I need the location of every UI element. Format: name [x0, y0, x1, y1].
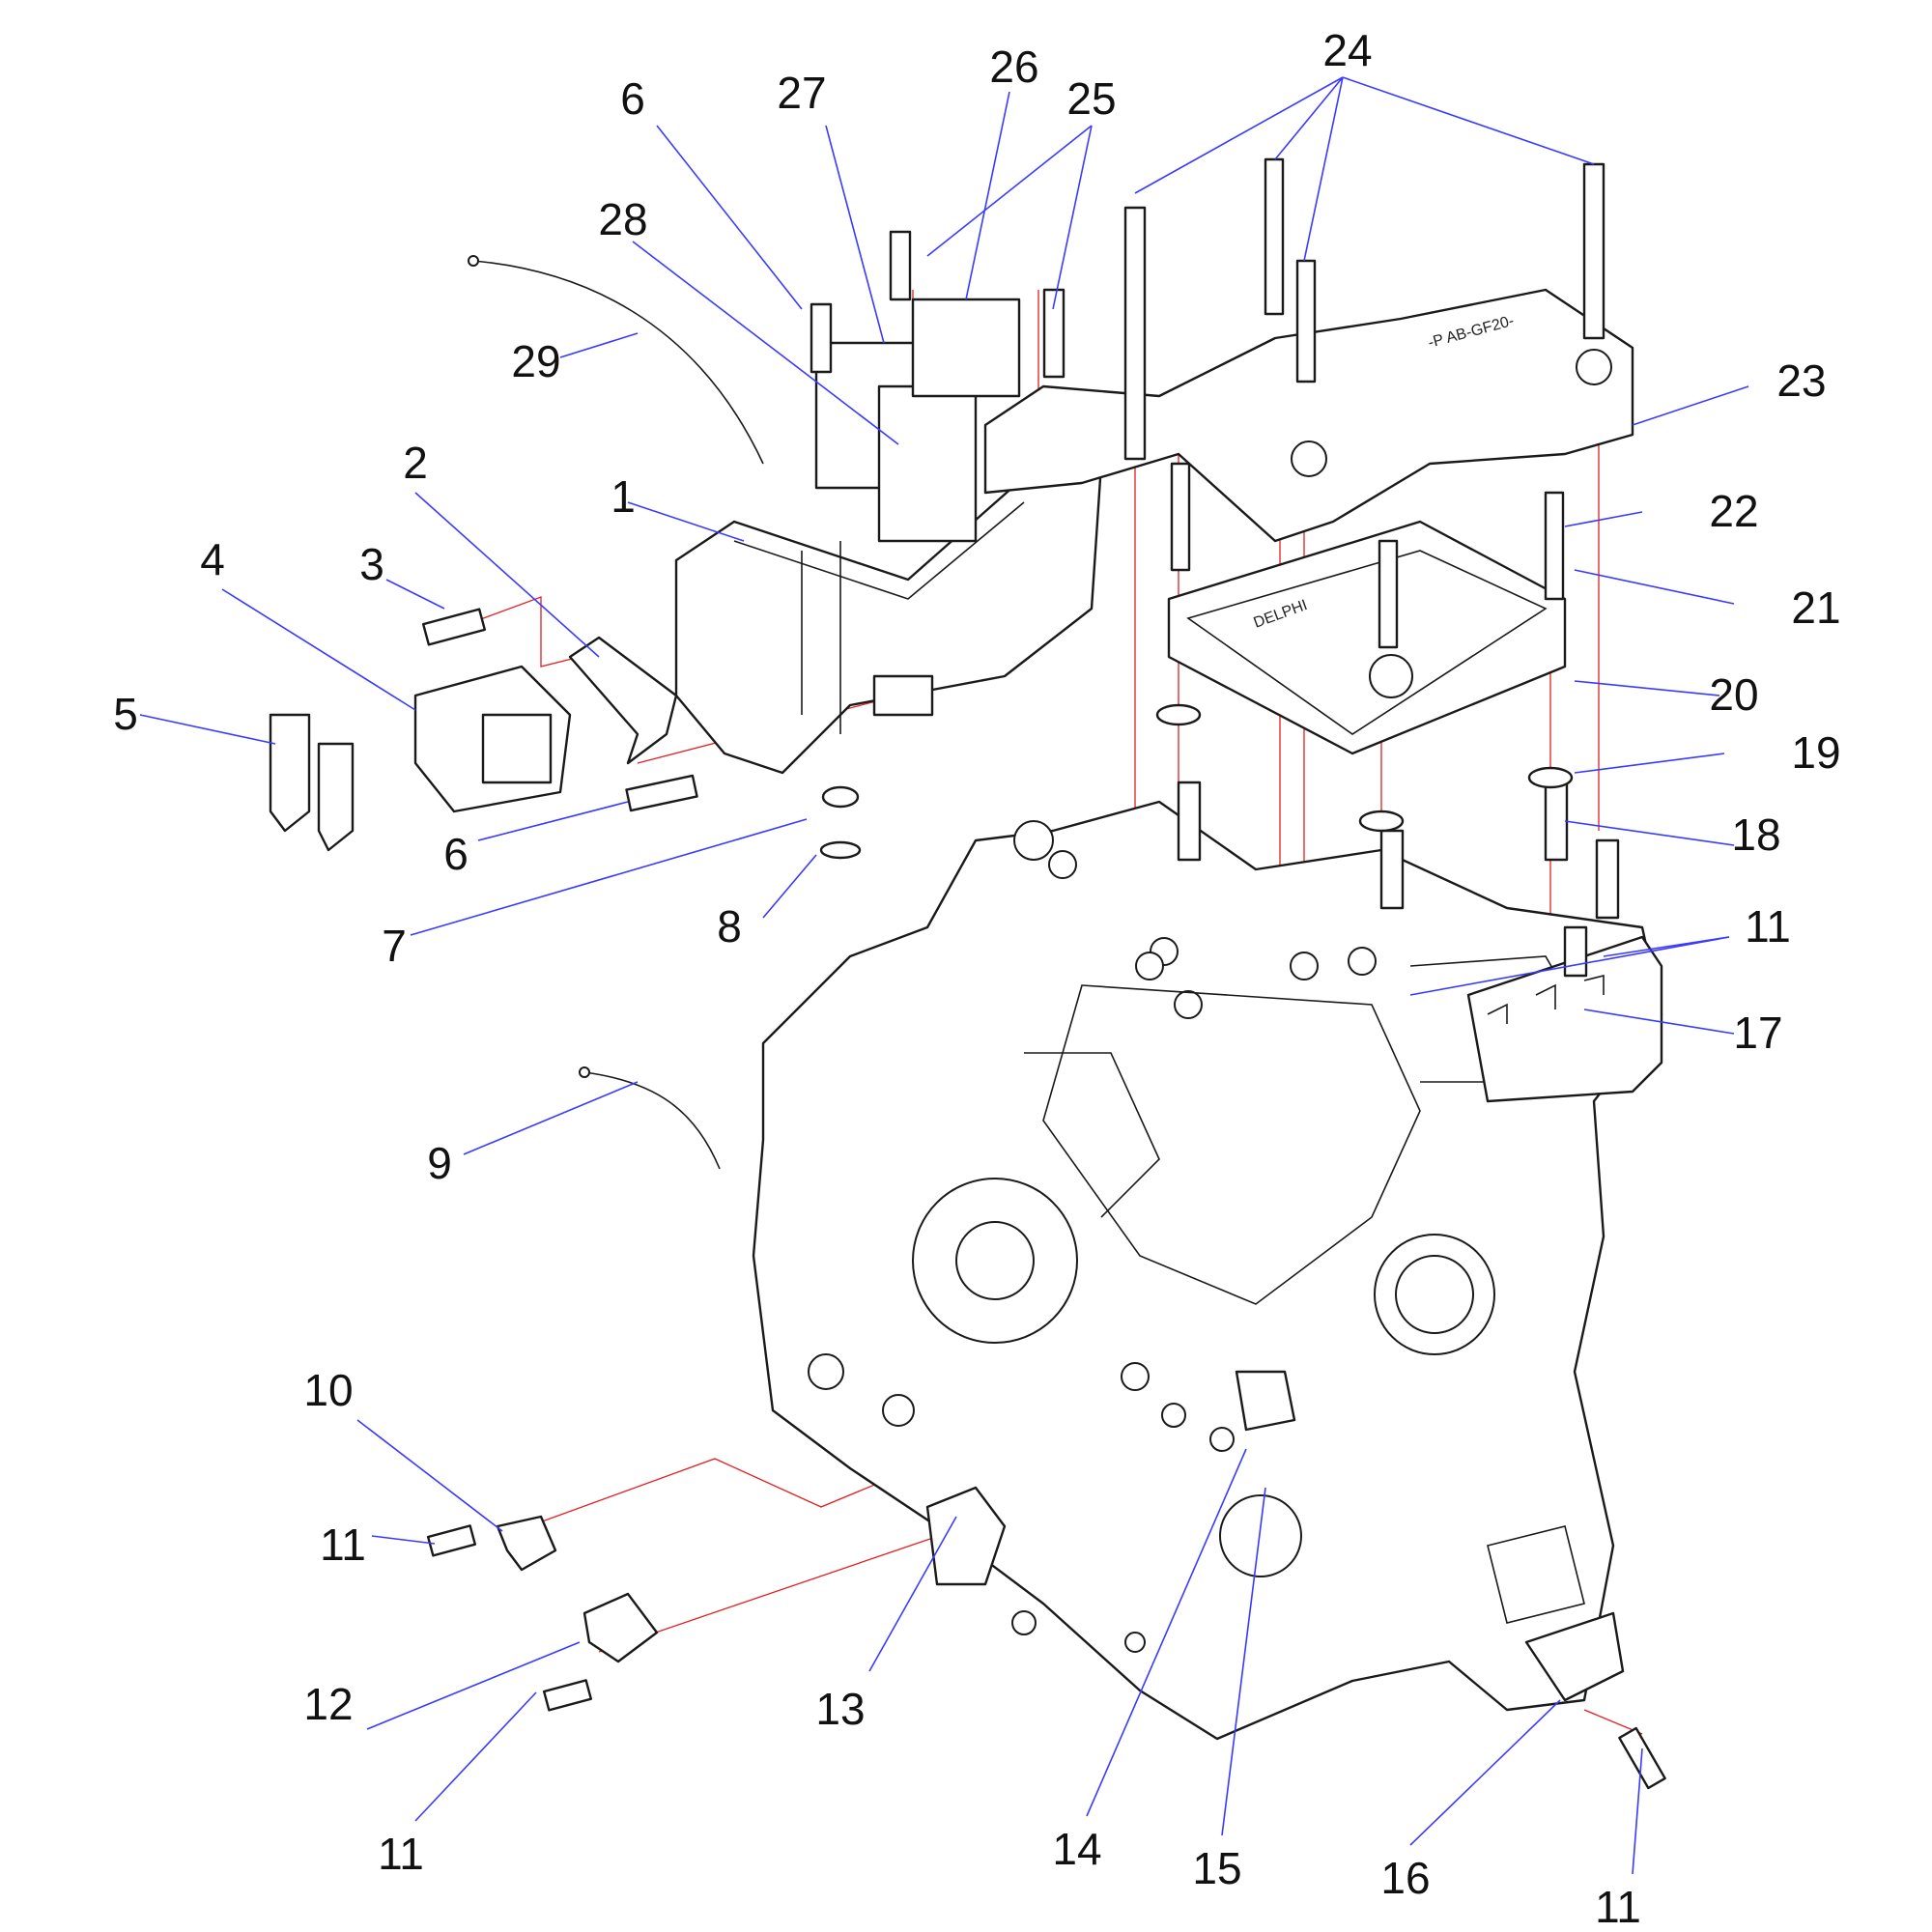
crankcase-housing: [752, 800, 1663, 1741]
callout-26: 26: [989, 42, 1038, 92]
callout-14: 14: [1052, 1824, 1101, 1874]
callout-29: 29: [511, 336, 560, 386]
callout-1: 1: [611, 471, 636, 522]
coil-assembly-4-5: [269, 665, 572, 852]
callout-labels: 1 2 3 4 5 6 6 7 8 9 10 11 11 11 11 12 13…: [113, 25, 1840, 1932]
upper-cover-23: -P AB-GF20-: [983, 288, 1634, 543]
ecu-module-20: DELPHI: [1167, 520, 1567, 755]
callout-3: 3: [359, 539, 384, 589]
component-boxes-26-27-28: [814, 298, 1021, 543]
callout-5: 5: [113, 689, 138, 739]
heat-shield-2: [568, 636, 678, 765]
callout-11-right: 11: [1745, 901, 1791, 952]
callout-6-top: 6: [620, 73, 645, 124]
callout-16: 16: [1380, 1853, 1430, 1903]
callout-4: 4: [200, 534, 225, 584]
callout-18: 18: [1731, 810, 1780, 860]
bracket-rail-17: [1466, 935, 1663, 1103]
callout-11-left: 11: [320, 1520, 366, 1570]
callout-17: 17: [1733, 1008, 1782, 1058]
callout-24: 24: [1322, 25, 1372, 75]
callout-19: 19: [1791, 727, 1840, 778]
callout-11-bottom-left: 11: [378, 1829, 424, 1879]
callout-10: 10: [303, 1365, 353, 1415]
air-box-1: [674, 433, 1103, 775]
callout-8: 8: [717, 901, 742, 952]
callout-25: 25: [1066, 73, 1116, 124]
callout-20: 20: [1709, 669, 1758, 720]
callout-9: 9: [427, 1138, 452, 1188]
wires-9-29: [468, 255, 764, 1170]
callout-11-bottom-right: 11: [1595, 1882, 1641, 1932]
bolts-and-spacers: [421, 157, 1666, 1790]
callout-2: 2: [403, 438, 428, 488]
leader-lines: [139, 76, 1749, 1875]
callout-22: 22: [1709, 486, 1758, 536]
callout-7: 7: [382, 921, 407, 971]
callout-27: 27: [777, 68, 826, 118]
callout-28: 28: [598, 194, 647, 244]
callout-15: 15: [1192, 1843, 1241, 1893]
callout-21: 21: [1791, 582, 1840, 633]
callout-12: 12: [303, 1679, 353, 1729]
callout-6-left: 6: [443, 829, 469, 879]
small-brackets: [496, 1370, 1625, 1702]
callout-13: 13: [815, 1684, 865, 1734]
callout-23: 23: [1776, 355, 1826, 406]
